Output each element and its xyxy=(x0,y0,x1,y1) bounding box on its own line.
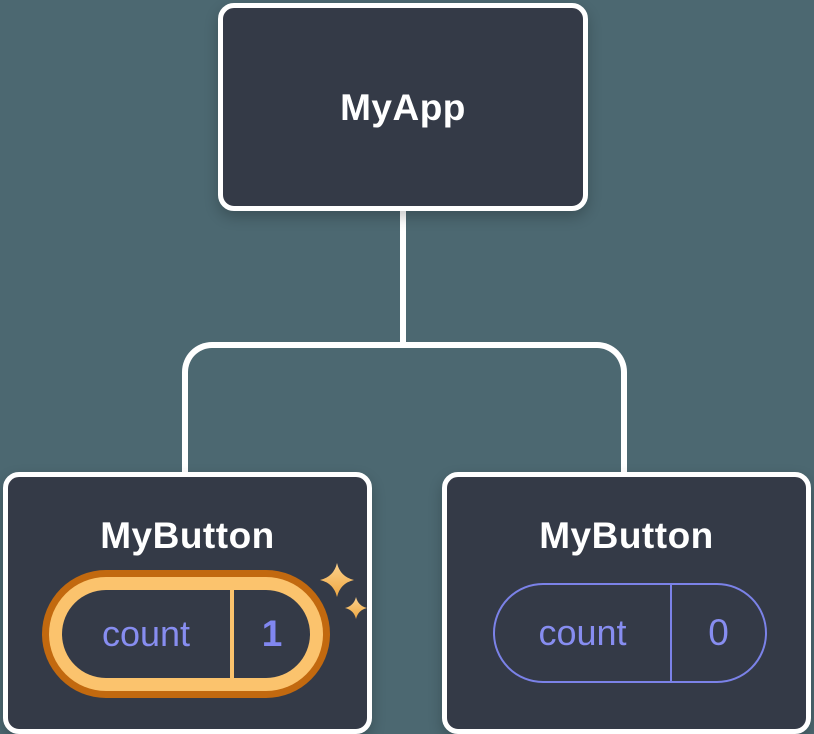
state-key: count xyxy=(101,613,191,654)
node-myapp: MyApp xyxy=(218,3,588,211)
state-pill-ring: count 1 xyxy=(49,577,323,691)
state-pill-highlighted: count 1 xyxy=(42,570,330,698)
node-mybutton-left: MyButton count 1 xyxy=(3,472,372,734)
node-label: MyButton xyxy=(100,515,275,556)
state-value: 1 xyxy=(261,613,283,654)
state-pill-divider xyxy=(230,590,234,678)
state-pill: count 0 xyxy=(493,583,767,683)
state-pill-divider xyxy=(670,585,672,681)
connector-branch-bracket xyxy=(182,342,627,473)
state-key: count xyxy=(538,612,627,653)
node-label: MyApp xyxy=(340,86,466,128)
node-label: MyButton xyxy=(539,515,714,556)
connector-root-stub xyxy=(400,209,406,348)
node-mybutton-right: MyButton count 0 xyxy=(442,472,811,734)
state-pill-body: count 1 xyxy=(62,590,310,678)
state-value: 0 xyxy=(708,612,729,653)
sparkles-icon xyxy=(320,563,367,619)
